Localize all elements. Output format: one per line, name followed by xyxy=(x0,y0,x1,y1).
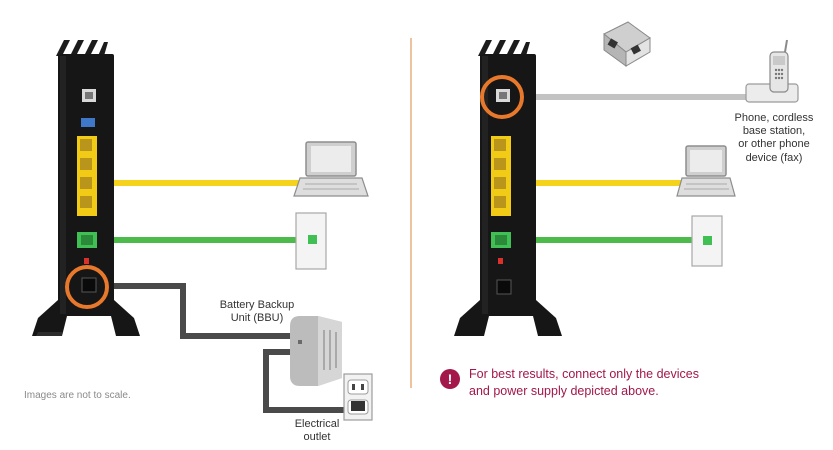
phone-label-line2: base station, xyxy=(742,125,806,138)
warning-icon: ! xyxy=(440,369,460,389)
highlight-power-port xyxy=(65,265,109,309)
outlet-label: Electrical outlet xyxy=(282,418,352,444)
bbu-label-line1: Battery Backup xyxy=(219,299,295,311)
phone-label-line3: or other phone xyxy=(738,138,810,151)
power-cable-router-to-bbu xyxy=(95,283,292,339)
cordless-phone-icon xyxy=(745,39,799,103)
phone-label-line4: device (fax) xyxy=(745,151,803,164)
phone-device-label: Phone, cordless base station, or other p… xyxy=(718,112,830,165)
phone-label-line1: Phone, cordless xyxy=(734,112,814,124)
gateway-router-right xyxy=(454,40,562,336)
wall-jack-icon-right xyxy=(691,215,723,267)
warning-message: For best results, connect only the devic… xyxy=(469,366,699,400)
bbu-label-line2: Unit (BBU) xyxy=(230,312,284,325)
outlet-label-line2: outlet xyxy=(303,431,331,444)
scale-note: Images are not to scale. xyxy=(24,390,131,401)
bbu-label: Battery Backup Unit (BBU) xyxy=(202,299,312,325)
laptop-icon-right xyxy=(676,145,736,197)
battery-backup-unit-icon xyxy=(290,316,342,386)
gateway-router-left xyxy=(32,40,140,336)
outlet-label-line1: Electrical xyxy=(294,418,340,430)
electrical-outlet-icon xyxy=(343,373,373,421)
highlight-phone-port xyxy=(480,75,524,119)
phone-splitter-icon xyxy=(603,21,651,67)
warning-line2: and power supply depicted above. xyxy=(469,383,659,398)
laptop-icon-left xyxy=(293,141,369,197)
warning-line1: For best results, connect only the devic… xyxy=(469,367,699,381)
wall-jack-icon-left xyxy=(295,212,327,270)
